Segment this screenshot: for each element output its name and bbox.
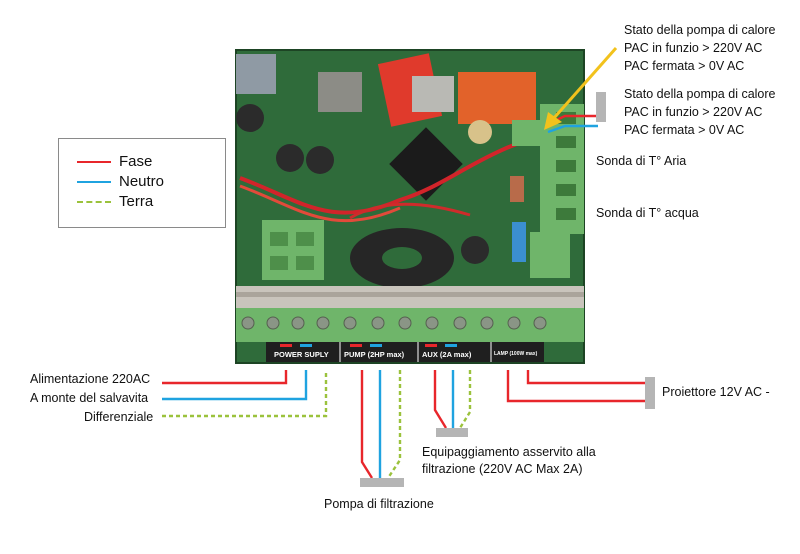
pac-status-2-line-2: PAC in funzio > 220V AC (624, 105, 763, 119)
legend-phase: Fase (77, 153, 152, 171)
filtration-pump-label: Pompa di filtrazione (324, 497, 434, 511)
relay (458, 72, 536, 124)
filtration-equipment-line-1: Equipaggiamento asservito alla (422, 445, 596, 459)
power-supply-wires (162, 370, 328, 418)
pump-wires (360, 370, 402, 479)
pac-connector (596, 92, 606, 122)
aux-wires (433, 370, 472, 429)
power-supply-label: Alimentazione 220AC (30, 372, 151, 386)
pac-status-2-line-1: Stato della pompa di calore (624, 87, 776, 101)
upstream-label: A monte del salvavita (30, 391, 149, 405)
terminal-power-label: POWER SUPLY (274, 350, 329, 359)
terminal-lamp-label: LAMP (100W max) (494, 351, 538, 357)
filtration-equipment-line-2: filtrazione (220V AC Max 2A) (422, 462, 583, 476)
terminal-aux-label: AUX (2A max) (422, 350, 472, 359)
pac-status-1-line-2: PAC in funzio > 220V AC (624, 41, 763, 55)
screw-terminals (241, 316, 547, 330)
pac-status-2-line-3: PAC fermata > 0V AC (624, 123, 745, 137)
pac-status-1-line-3: PAC fermata > 0V AC (624, 59, 745, 73)
air-probe-label: Sonda di T° Aria (596, 154, 687, 168)
differential-label: Differenziale (84, 410, 154, 424)
projector-connector (645, 377, 655, 409)
water-probe-label: Sonda di T° acqua (596, 206, 699, 220)
pump-plug (360, 478, 404, 487)
sim-holder (412, 76, 454, 112)
aux-plug (436, 428, 468, 437)
pac-status-1-line-1: Stato della pompa di calore (624, 23, 776, 37)
projector-label: Proiettore 12V AC - (662, 385, 770, 399)
legend-neutral: Neutro (77, 173, 164, 191)
legend-earth: Terra (77, 193, 153, 211)
projector-wires (506, 370, 648, 403)
control-board (235, 49, 585, 364)
terminal-pump-label: PUMP (2HP max) (344, 350, 405, 359)
module-chip (318, 72, 362, 112)
yellow-arrow (544, 47, 618, 130)
legend: Fase Neutro Terra (58, 138, 226, 228)
